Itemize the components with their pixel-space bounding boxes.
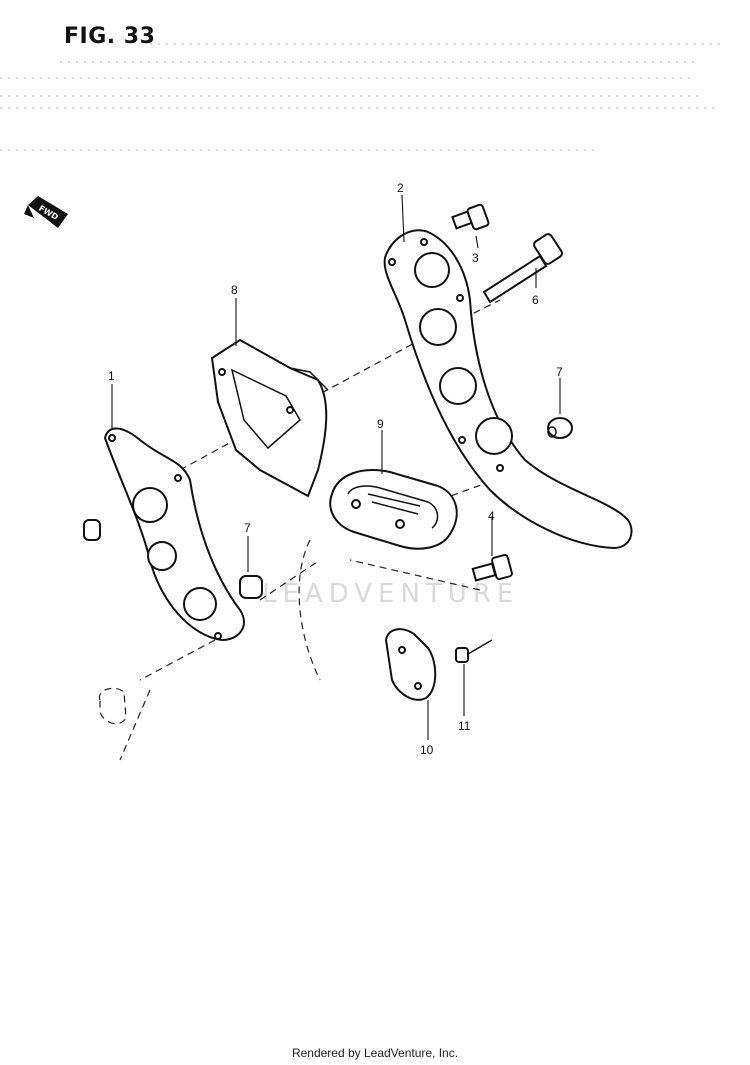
scan-noise <box>0 43 720 151</box>
bolt-4 <box>471 553 513 582</box>
long-bolt-6 <box>482 233 563 304</box>
bracket-plate-left <box>103 427 245 642</box>
callout-4: 4 <box>488 509 495 523</box>
leader-lines <box>111 194 561 740</box>
rubber-pad <box>329 469 458 550</box>
fwd-arrow-icon: FWD <box>24 196 68 228</box>
nut-7-left <box>239 575 263 599</box>
faint-bolt <box>98 687 127 725</box>
figure-title: FIG. 33 <box>64 24 156 49</box>
callout-8: 8 <box>231 283 238 297</box>
callout-2: 2 <box>397 181 404 195</box>
cap-bolt-left <box>83 519 101 541</box>
callout-10: 10 <box>420 743 434 757</box>
callout-11: 11 <box>458 719 471 733</box>
small-plate <box>384 628 437 701</box>
spacer-block <box>210 338 329 498</box>
bolt-3 <box>451 203 490 231</box>
footer-credit: Rendered by LeadVenture, Inc. <box>291 1046 459 1060</box>
callout-9: 9 <box>377 417 384 431</box>
callout-labels: 1 2 3 4 6 7 7 8 9 10 11 <box>108 181 563 757</box>
callout-7-left: 7 <box>244 521 251 535</box>
bracket-plate-right <box>383 229 633 550</box>
callout-7-right: 7 <box>556 365 563 379</box>
callout-3: 3 <box>472 251 479 265</box>
callout-1: 1 <box>108 369 115 383</box>
watermark-text: LEADVENTURE <box>262 579 519 609</box>
nut-7-right <box>547 417 573 439</box>
pin-11 <box>455 639 493 663</box>
callout-6: 6 <box>532 293 539 307</box>
